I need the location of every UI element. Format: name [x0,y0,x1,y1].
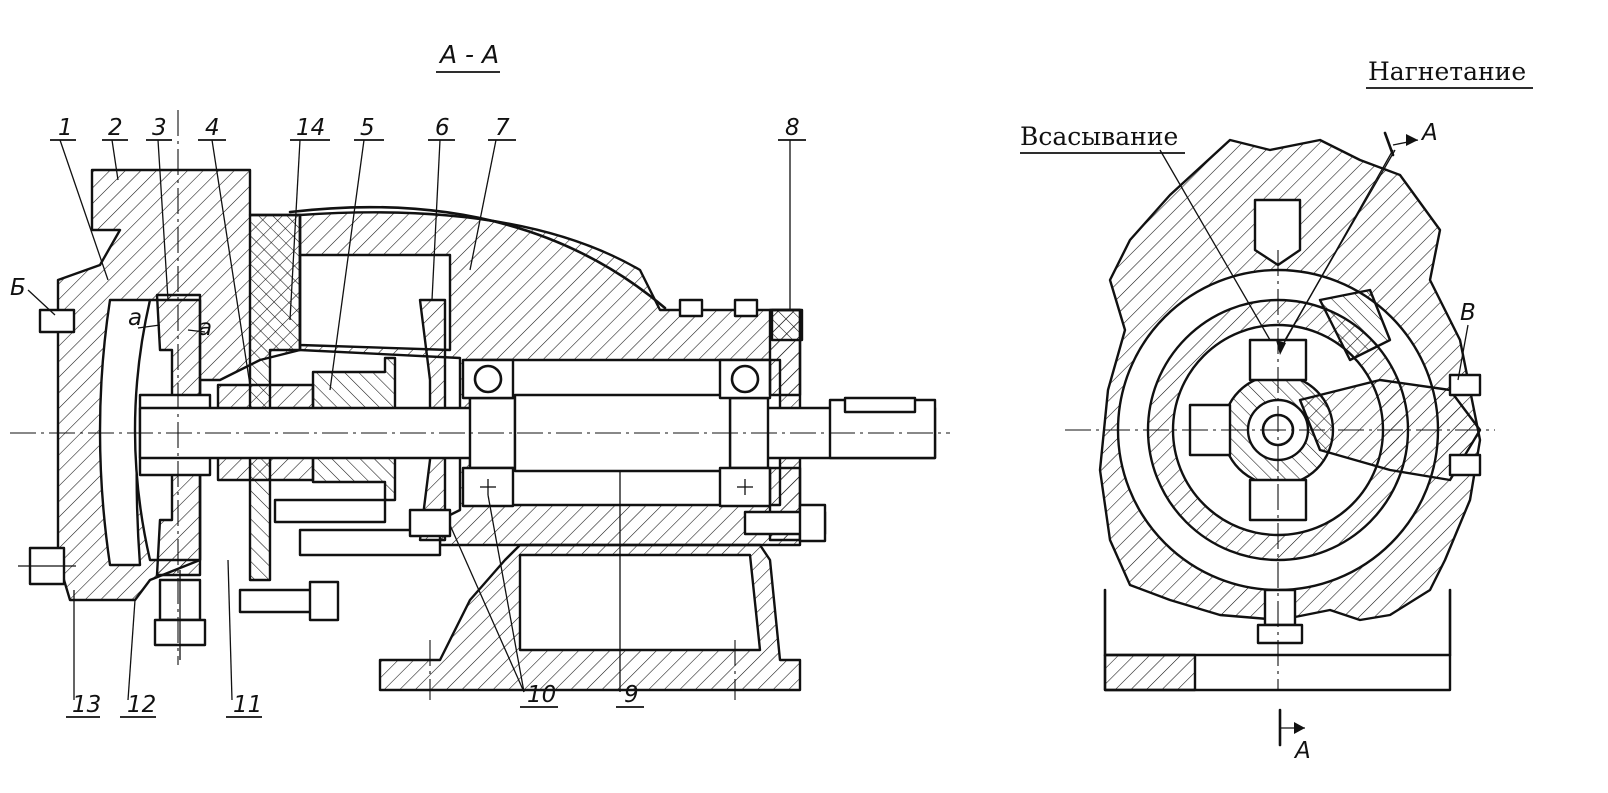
cut-label-top: А [1420,120,1438,146]
callout-2: 2 [102,115,128,181]
svg-text:2: 2 [108,115,123,141]
callout-11: 11 [226,559,262,718]
section-title: А - А [436,40,500,73]
frame-arc [288,205,667,310]
callout-12: 12 [120,599,156,718]
gap-marker-right: а [198,315,212,341]
callout-9: 9 [616,470,644,708]
svg-text:7: 7 [495,115,510,141]
svg-text:12: 12 [127,692,156,718]
svg-text:4: 4 [205,115,220,141]
base-window [518,553,762,652]
svg-text:8: 8 [785,115,800,141]
bearing-left [461,358,515,508]
cutting-plane: А А [1276,120,1438,764]
section-title-text: А - А [438,40,499,69]
svg-text:14: 14 [296,115,325,141]
suction-label: Всасывание [1020,122,1185,154]
svg-text:10: 10 [527,682,556,708]
view-marker-b: Б [10,275,26,301]
bolts [18,298,827,660]
front-view: А А В [1065,120,1495,764]
frame-window-low [298,528,442,557]
callout-10: 10 [449,494,558,708]
gland-flange [311,356,397,412]
callout-1: 1 [50,115,109,281]
gap-marker-left: а [128,305,142,331]
callout-6: 6 [428,115,455,301]
svg-text:9: 9 [624,682,639,708]
packing-upper [216,383,315,412]
callout-5: 5 [329,115,384,391]
callouts: 1 2 3 4 14 5 6 [50,115,806,718]
callout-8: 8 [778,115,806,310]
svg-text:11: 11 [233,692,262,718]
gland-flange-low [311,453,397,502]
discharge-label: Нагнетание [1366,57,1533,89]
cut-label-bottom: А [1293,738,1311,764]
callout-3: 3 [146,115,172,301]
section-view: а а Б [10,110,950,700]
view-marker-v: В [1460,300,1476,326]
callout-4: 4 [198,115,251,386]
discharge-label-text: Нагнетание [1368,57,1526,86]
bearing-right [718,358,772,508]
svg-text:5: 5 [360,115,375,141]
suction-label-text: Всасывание [1020,122,1178,151]
svg-text:13: 13 [72,692,101,718]
svg-text:3: 3 [152,115,167,141]
callout-13: 13 [66,590,101,718]
end-cap-plug [770,308,804,342]
callout-14: 14 [289,115,330,321]
casing-cover [248,213,302,582]
discharge-nozzle [1253,198,1302,267]
svg-text:1: 1 [58,115,73,141]
svg-text:6: 6 [435,115,450,141]
front-bolt-cluster [1318,288,1392,362]
callout-7: 7 [469,115,516,271]
shaft-key [843,396,917,414]
